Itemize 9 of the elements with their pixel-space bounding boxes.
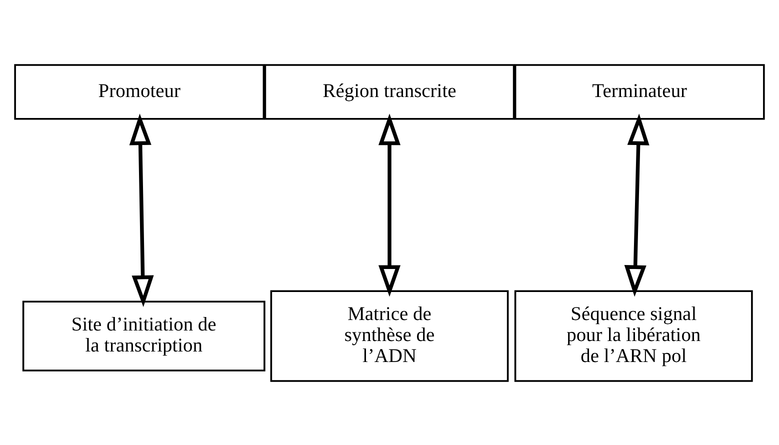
arrow (624, 113, 650, 296)
node-box: Séquence signal pour la libération de l’ARN pol (514, 290, 753, 382)
node-box: Matrice de synthèse de l’ADN (270, 290, 509, 382)
arrow (378, 113, 401, 296)
node-box: Terminateur (514, 64, 765, 120)
node-box: Région transcrite (264, 64, 515, 120)
arrow (129, 113, 154, 306)
node-box: Promoteur (14, 64, 265, 120)
node-box: Site d’initiation de la transcription (22, 300, 266, 371)
